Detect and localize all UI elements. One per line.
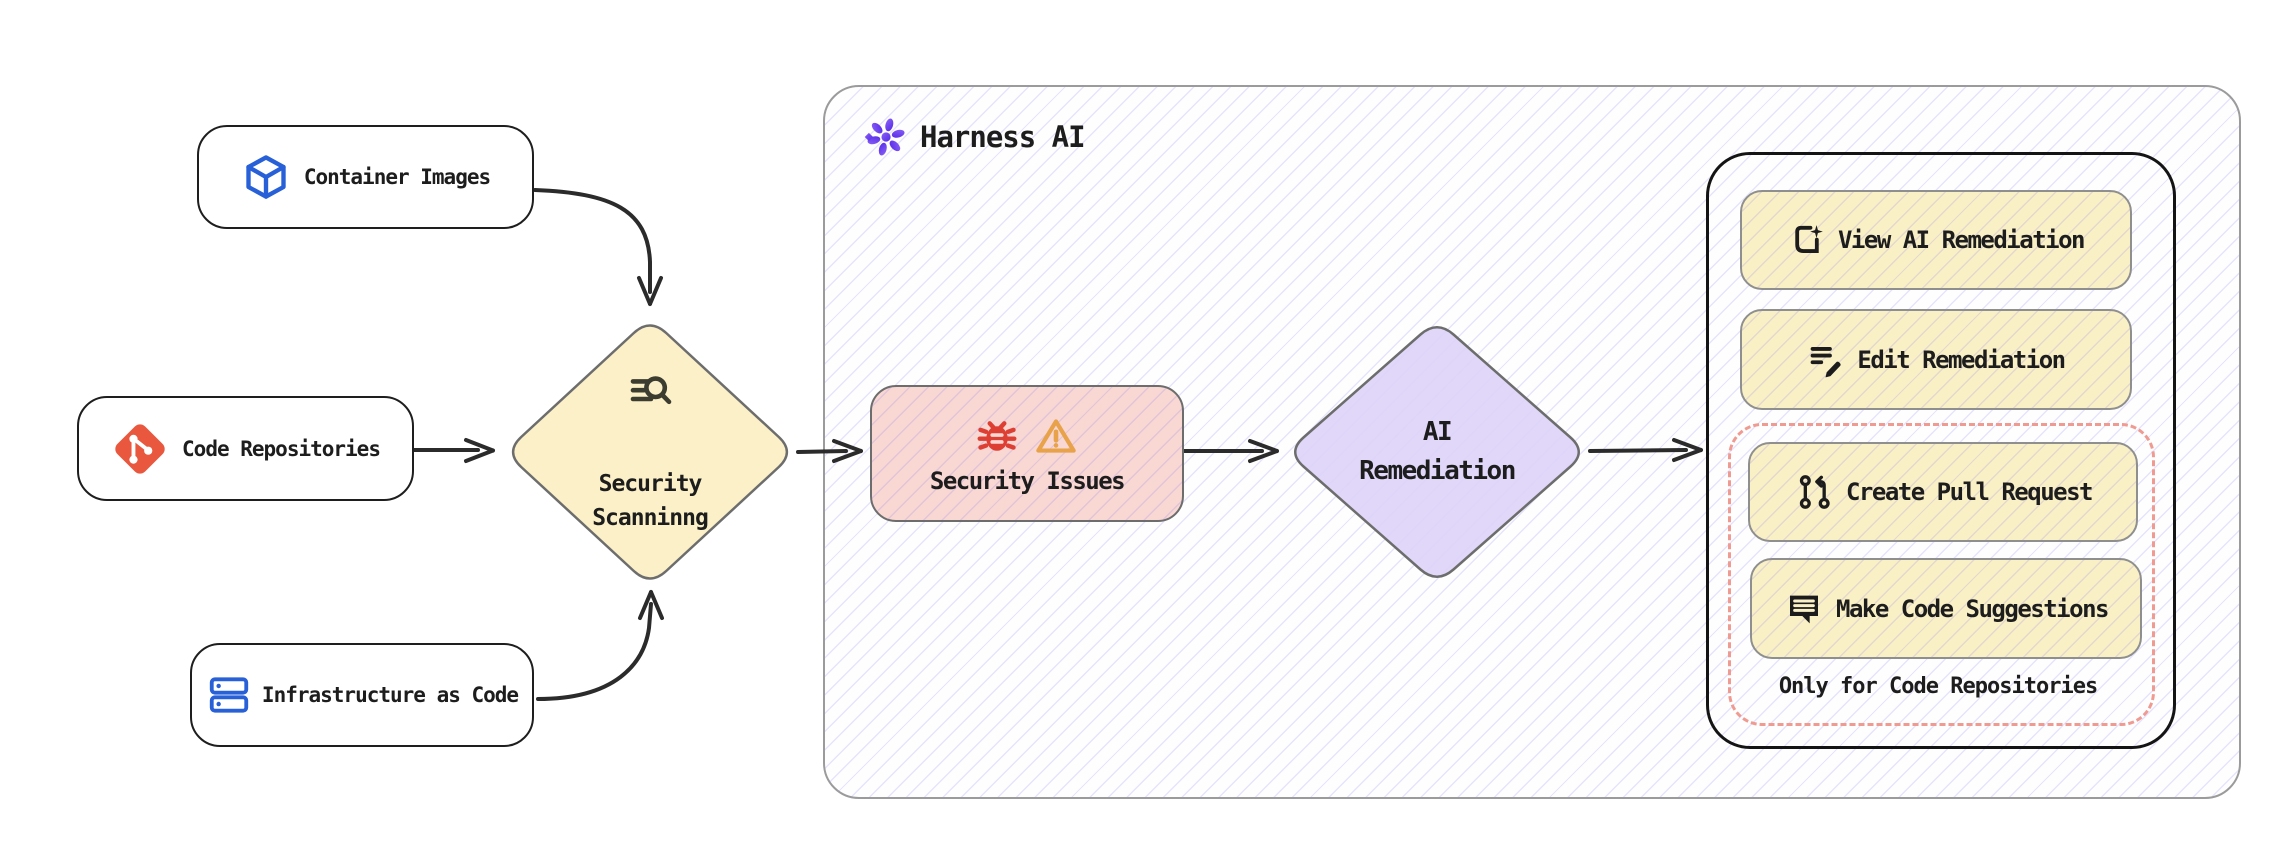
remediation-actions-panel	[1706, 152, 2176, 749]
action-make-code-suggestions: Make Code Suggestions	[1750, 558, 2142, 659]
code-repositories-only-caption: Only for Code Repositories	[1778, 674, 2098, 699]
git-icon	[115, 423, 165, 474]
journal-sparkle-icon	[1795, 225, 1823, 253]
arrowhead	[637, 276, 663, 306]
action-label: Make Code Suggestions	[1836, 594, 2109, 623]
issue-icons	[974, 413, 1080, 459]
server-stack-icon	[209, 677, 249, 713]
node-label: Security Issues	[929, 466, 1126, 495]
node-container-images: Container Images	[197, 125, 534, 229]
action-edit-remediation: Edit Remediation	[1740, 309, 2132, 410]
code-repositories-only-group	[1728, 423, 2155, 726]
bug-icon	[977, 420, 1017, 451]
node-security-issues: Security Issues	[870, 385, 1184, 522]
node-code-repositories: Code Repositories	[77, 396, 414, 501]
arrowhead	[464, 438, 495, 463]
harness-ai-logo	[864, 118, 905, 156]
search-list-icon	[630, 375, 672, 404]
node-label: Infrastructure as Code	[261, 683, 519, 707]
node-security-scanning: Security Scanninng	[505, 318, 795, 586]
arrow-container-images-to-scanning	[533, 188, 652, 294]
node-label: Security Scanninng	[592, 470, 709, 532]
arrowhead	[638, 590, 664, 620]
warning-icon	[1036, 418, 1076, 453]
arrow-infra-to-scanning	[536, 602, 653, 701]
node-infrastructure-as-code: Infrastructure as Code	[190, 643, 534, 747]
cube-icon	[246, 155, 286, 199]
action-label: Create Pull Request	[1845, 478, 2094, 506]
action-label: Edit Remediation	[1857, 345, 2066, 374]
harness-ai-title: Harness AI	[920, 120, 1086, 154]
edit-lines-pencil-icon	[1811, 346, 1842, 377]
action-label: View AI Remediation	[1837, 226, 2086, 254]
action-view-ai-remediation: View AI Remediation	[1740, 190, 2132, 290]
harness-ai-header: Harness AI	[862, 112, 1086, 162]
action-create-pull-request: Create Pull Request	[1748, 442, 2138, 542]
pull-request-icon	[1799, 475, 1830, 509]
node-label: Container Images	[303, 165, 491, 189]
node-label: Code Repositories	[182, 436, 381, 461]
comment-lines-icon	[1790, 595, 1819, 623]
security-scanning-diamond	[511, 324, 789, 580]
